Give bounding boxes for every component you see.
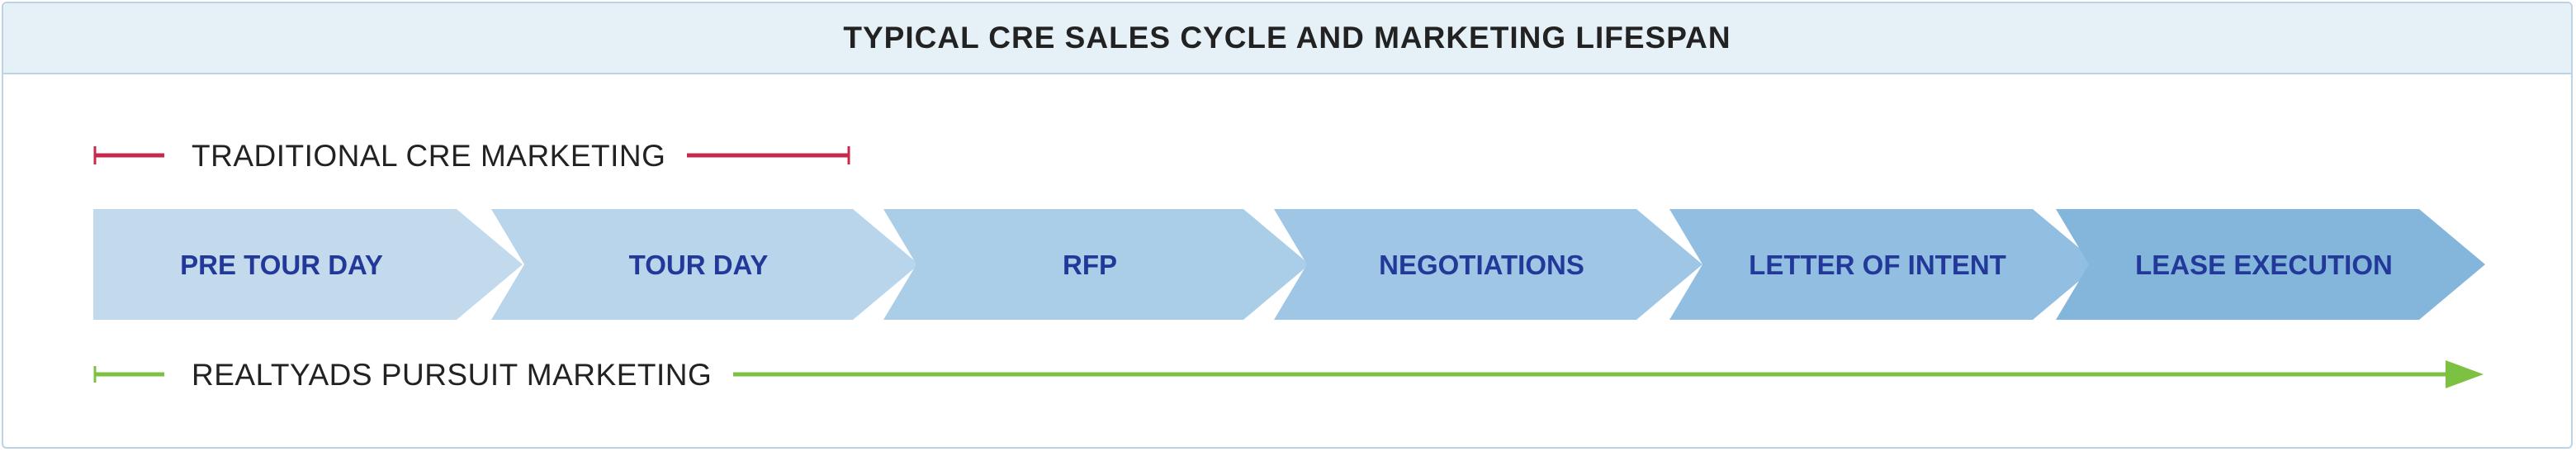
stage-label: TOUR DAY	[629, 250, 769, 280]
stage-chevron	[883, 209, 1309, 320]
traditional-marketing-label: TRADITIONAL CRE MARKETING	[192, 139, 666, 173]
stage-label: NEGOTIATIONS	[1379, 250, 1584, 280]
stage-chevron	[491, 209, 919, 320]
stage-chevron	[93, 209, 523, 320]
stage-chevron	[1274, 209, 1702, 320]
pursuit-marketing-span	[93, 360, 2484, 388]
stage-chevron	[1669, 209, 2099, 320]
pursuit-span-arrowhead	[2446, 360, 2484, 388]
pursuit-marketing-label: REALTYADS PURSUIT MARKETING	[192, 358, 713, 392]
stage-label: LEASE EXECUTION	[2135, 250, 2393, 280]
traditional-marketing-span	[93, 146, 850, 164]
stage-label: LETTER OF INTENT	[1749, 250, 2006, 280]
stage-label: RFP	[1063, 250, 1117, 280]
header-bar: TYPICAL CRE SALES CYCLE AND MARKETING LI…	[3, 3, 2571, 74]
page-title: TYPICAL CRE SALES CYCLE AND MARKETING LI…	[843, 21, 1731, 55]
stage-chevrons: PRE TOUR DAY TOUR DAY RFP NEGOTIATIONS LETTE…	[93, 209, 2485, 320]
stage-label: PRE TOUR DAY	[180, 250, 383, 280]
stage-chevron	[2056, 209, 2485, 320]
